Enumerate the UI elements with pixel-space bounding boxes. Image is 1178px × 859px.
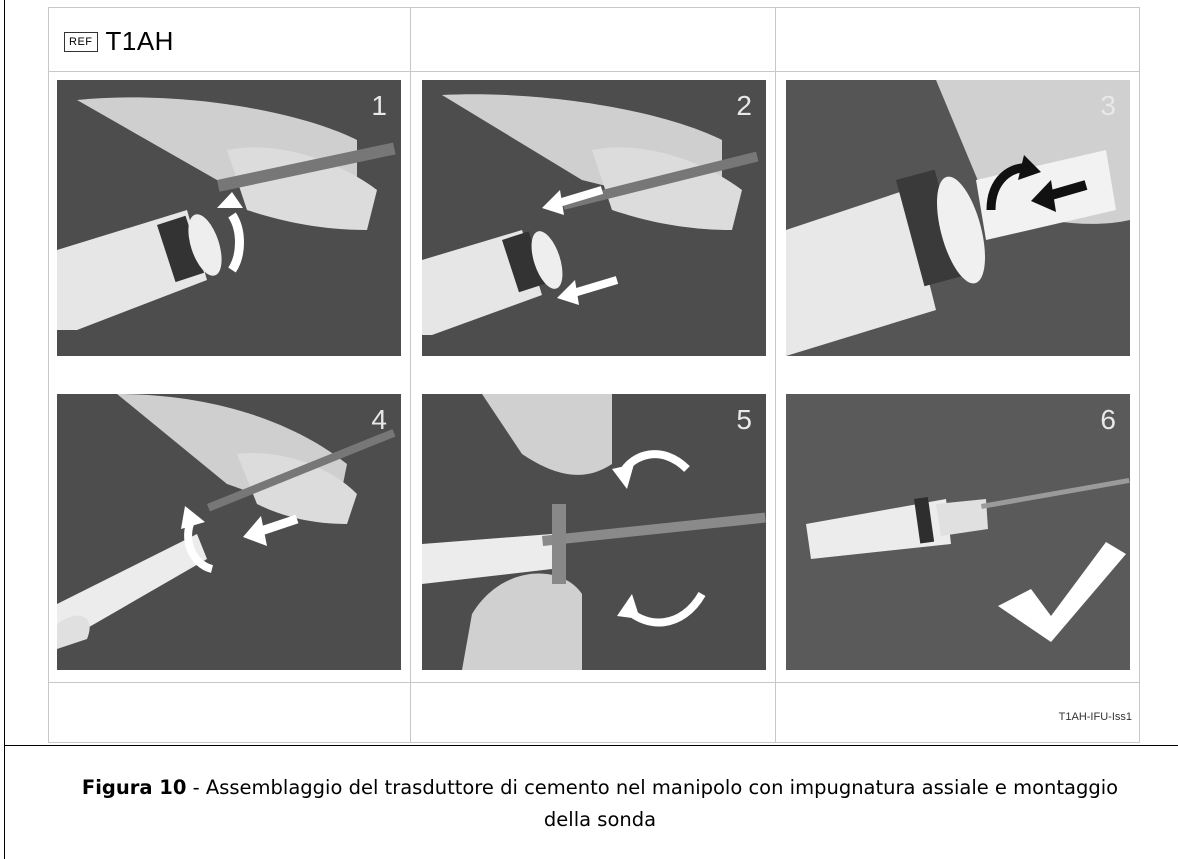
document-code: T1AH-IFU-Iss1 [1059,711,1132,723]
step-1-illustration [57,80,401,356]
step-6-illustration [786,394,1130,670]
step-5-illustration [422,394,766,670]
caption-label: Figura 10 [82,776,187,799]
step-number: 5 [736,404,752,436]
step-panel-1: 1 [57,80,401,356]
caption-text: - Assemblaggio del trasduttore di cement… [186,776,1118,831]
ref-code: T1AH [106,26,174,57]
step-3-illustration [786,80,1130,356]
table-border-row [4,745,1178,746]
figure-caption: Figura 10 - Assemblaggio del trasduttore… [60,772,1140,836]
step-number: 4 [371,404,387,436]
step-panel-2: 2 [422,80,766,356]
step-4-illustration [57,394,401,670]
ref-label: REF T1AH [64,26,174,57]
step-number: 3 [1100,90,1116,122]
step-number: 2 [736,90,752,122]
step-panel-4: 4 [57,394,401,670]
ref-symbol: REF [64,32,98,52]
step-panel-3: 3 [786,80,1130,356]
step-panel-5: 5 [422,394,766,670]
step-number: 1 [371,90,387,122]
step-panel-6: 6 [786,394,1130,670]
checkmark-icon [998,542,1126,642]
step-2-illustration [422,80,766,356]
step-number: 6 [1100,404,1116,436]
table-border-left [4,0,5,859]
